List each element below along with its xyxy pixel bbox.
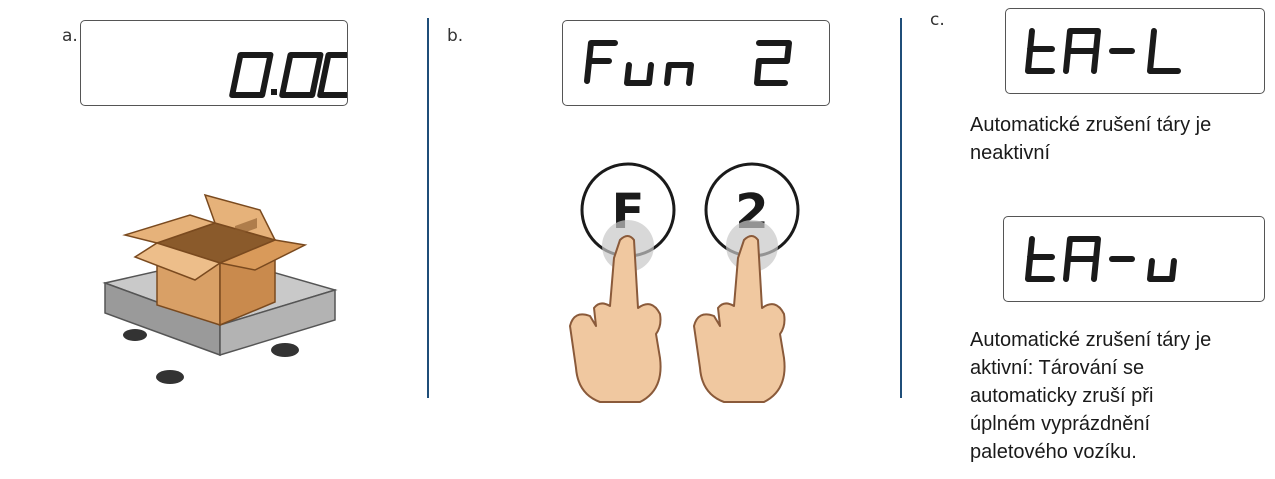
display-c-2	[1003, 216, 1265, 302]
display-a	[80, 20, 348, 106]
step-label-c: c.	[930, 10, 945, 30]
display-a-segments	[81, 21, 348, 106]
display-c-1-segments	[1006, 9, 1265, 94]
display-c-1	[1005, 8, 1265, 94]
divider-1	[427, 18, 429, 398]
divider-2	[900, 18, 902, 398]
step-label-a: a.	[62, 26, 78, 46]
caption-c-2: Automatické zrušení táry je aktivní: Tár…	[970, 326, 1211, 466]
step-label-b: b.	[447, 26, 463, 46]
display-b-segments	[563, 21, 830, 106]
box-on-scale-illustration	[95, 185, 340, 405]
display-c-2-segments	[1004, 217, 1265, 302]
display-b	[562, 20, 830, 106]
key-press-illustration: F 2	[560, 158, 830, 408]
finger-press-icon	[570, 236, 785, 402]
caption-c-1: Automatické zrušení táry je neaktivní	[970, 111, 1211, 167]
